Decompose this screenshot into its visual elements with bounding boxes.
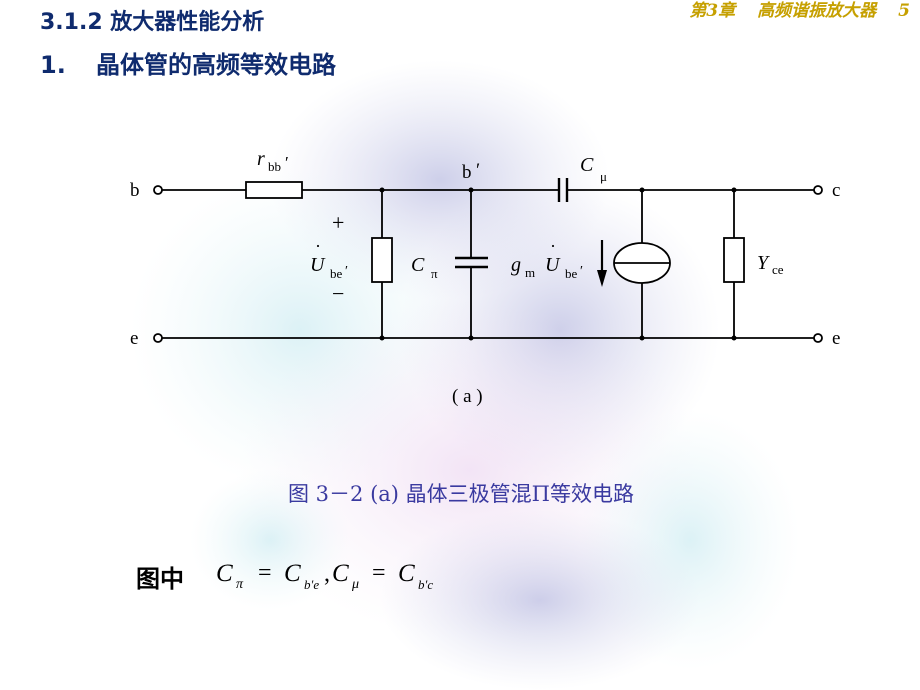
subsection-text: 晶体管的高频等效电路 [96, 51, 336, 79]
label-rbb-prime: ′ [285, 153, 289, 172]
junction-7 [639, 335, 645, 341]
label-gm-sub: m [525, 265, 535, 280]
formula-cbe-sub: b′e [304, 577, 319, 592]
formula-cmu: C [332, 560, 349, 587]
junction-6 [468, 335, 474, 341]
label-node-e-left: e [130, 328, 138, 349]
terminal-e-right [813, 333, 823, 343]
junction-2 [468, 187, 474, 193]
junction-8 [731, 335, 737, 341]
junction-5 [379, 335, 385, 341]
formula-eq1: = [258, 560, 272, 586]
terminal-c [813, 185, 823, 195]
label-rbb-symbol: r [257, 148, 265, 170]
formula-cpi-sub: π [236, 577, 244, 592]
chapter-header: 第3章 高频谐振放大器 5 [667, 0, 910, 21]
label-u-symbol: U [310, 254, 326, 276]
label-u-dot: · [315, 236, 321, 256]
figure-caption: 图 3－2 (a) 晶体三极管混Π等效电路 [288, 482, 634, 506]
resistor-rbe [371, 237, 393, 283]
label-gu-symbol: U [545, 254, 561, 276]
label-plus: + [332, 210, 344, 235]
page-number: 5 [898, 1, 910, 21]
formula-cpi: C [216, 560, 233, 587]
junction-4 [731, 187, 737, 193]
terminal-b [153, 185, 163, 195]
junction-1 [379, 187, 385, 193]
formula-eq2: = [372, 560, 386, 586]
label-node-e-right: e [832, 328, 840, 349]
chapter-title: 高频谐振放大器 [757, 1, 877, 21]
formula-cbc: C [398, 560, 415, 587]
label-node-bprime-mark: ′ [476, 160, 480, 181]
label-cpi-symbol: C [411, 254, 425, 276]
subsection-number: 1. [40, 51, 66, 79]
resistor-rbb [245, 181, 303, 199]
capacitance-formula: C π = C b′e , C μ = C b′c [216, 560, 433, 592]
label-node-bprime: b [462, 162, 472, 183]
label-node-c: c [832, 180, 840, 201]
terminal-e-left [153, 333, 163, 343]
label-cpi-sub: π [431, 266, 438, 281]
label-yce-symbol: Y [757, 252, 770, 274]
subsection-title: 1. 晶体管的高频等效电路 [40, 45, 336, 80]
junction-3 [639, 187, 645, 193]
label-minus: − [332, 281, 344, 306]
current-arrow-head [597, 270, 607, 287]
label-cmu-symbol: C [580, 154, 594, 176]
formula-cbc-sub: b′c [418, 577, 433, 592]
label-u-sub: be [330, 266, 343, 281]
label-gu-dot: · [550, 236, 556, 256]
formula-cmu-sub: μ [351, 577, 359, 592]
label-figure-a: ( a ) [452, 386, 483, 407]
label-gu-sub: be [565, 266, 578, 281]
label-u-prime: ′ [345, 264, 348, 279]
label-node-b: b [130, 180, 140, 201]
admittance-yce [723, 237, 745, 283]
formula-label: 图中 [136, 565, 184, 593]
formula-comma: , [324, 561, 330, 587]
label-rbb-sub: bb [268, 159, 281, 174]
label-yce-sub: ce [772, 262, 784, 277]
section-title: 3.1.2 放大器性能分析 [40, 10, 265, 35]
formula-cbe: C [284, 560, 301, 587]
label-cmu-sub: μ [600, 169, 607, 184]
label-gm-symbol: g [511, 254, 521, 276]
chapter-number: 第3章 [689, 1, 736, 21]
label-gu-prime: ′ [580, 264, 583, 279]
